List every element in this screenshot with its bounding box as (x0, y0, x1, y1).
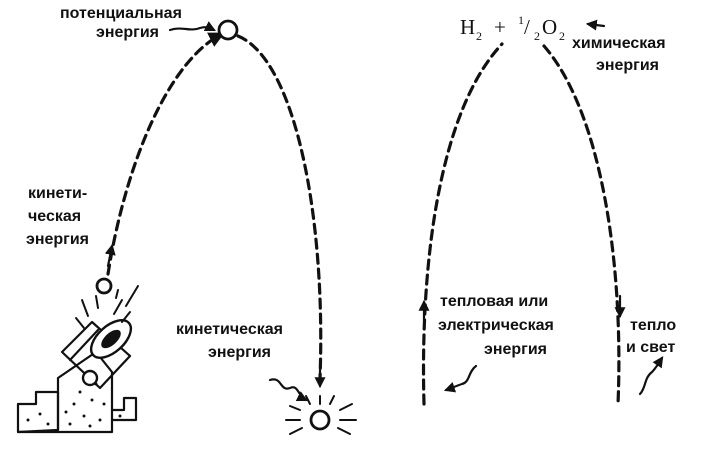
svg-text:1: 1 (518, 13, 524, 27)
left-panel: потенциальная энергия кинети- ческая эне… (16, 5, 357, 435)
right-panel: H 2 + 1 / 2 O 2 химическая энергия тепло… (418, 13, 681, 406)
trajectory-down (236, 34, 323, 380)
svg-text:2: 2 (534, 29, 540, 43)
kinetic-energy-down-label: кинетическая энергия (176, 321, 287, 361)
thermal-energy-label: тепловая или электрическая энергия (438, 293, 558, 358)
apex-ball-icon (217, 19, 239, 41)
svg-text:H: H (460, 15, 475, 39)
energy-path-up (421, 42, 504, 406)
svg-text:+: + (494, 15, 506, 39)
heat-light-label: тепло и свет (626, 317, 681, 356)
svg-text:2: 2 (476, 29, 482, 43)
cannonball-icon (95, 277, 113, 295)
svg-text:/: / (524, 15, 530, 39)
impact-ball-icon (309, 409, 331, 431)
impact-burst-icon (285, 395, 357, 435)
reaction-formula: H 2 + 1 / 2 O 2 (460, 13, 565, 43)
svg-text:O: O (542, 15, 557, 39)
trajectory-up (106, 32, 225, 276)
svg-text:2: 2 (559, 29, 565, 43)
chemical-energy-label: химическая энергия (572, 35, 670, 74)
potential-energy-label: потенциальная энергия (60, 5, 186, 41)
energy-path-down (542, 44, 621, 406)
kinetic-energy-up-label: кинети- ческая энергия (26, 185, 92, 248)
cannon-icon (16, 285, 139, 434)
